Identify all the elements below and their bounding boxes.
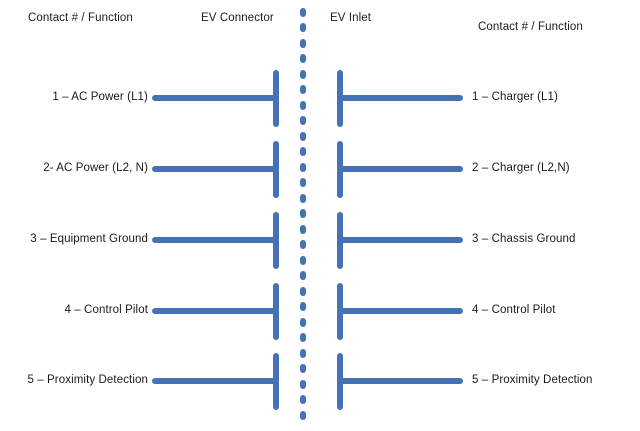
connector-contact-label: 5 – Proximity Detection [27, 374, 148, 386]
connector-contact-label: 3 – Equipment Ground [30, 233, 148, 245]
divider-dash [300, 395, 306, 405]
connector-lead-line [152, 166, 279, 172]
divider-dash [300, 348, 306, 358]
divider-dash [300, 116, 306, 126]
divider-dash [300, 100, 306, 110]
inlet-contact-label: 4 – Control Pilot [472, 304, 556, 316]
center-dashed-divider [300, 8, 306, 426]
divider-dash [300, 8, 306, 17]
connector-contact-blade [273, 353, 279, 410]
divider-dash [300, 54, 306, 64]
divider-dash [300, 240, 306, 250]
contact-row: 2- AC Power (L2, N) 2 – Charger (L2,N) [0, 141, 640, 198]
divider-dash [300, 224, 306, 234]
divider-dash [300, 271, 306, 281]
connector-contact-blade [273, 283, 279, 340]
connector-contact-label: 4 – Control Pilot [64, 304, 148, 316]
divider-dash [300, 317, 306, 327]
divider-dash [300, 147, 306, 157]
contact-row: 5 – Proximity Detection 5 – Proximity Det… [0, 353, 640, 410]
divider-dash [300, 364, 306, 374]
divider-dash [300, 379, 306, 389]
divider-dash [300, 178, 306, 188]
divider-dash [300, 333, 306, 343]
divider-dash [300, 286, 306, 296]
connector-contact-blade [273, 70, 279, 127]
inlet-lead-line [337, 378, 463, 384]
inlet-lead-line [337, 237, 463, 243]
connector-lead-line [152, 378, 279, 384]
connector-lead-line [152, 308, 279, 314]
divider-dash [300, 85, 306, 95]
connector-lead-line [152, 237, 279, 243]
inlet-contact-label: 5 – Proximity Detection [472, 374, 593, 386]
inlet-lead-line [337, 166, 463, 172]
header-left-contact-function: Contact # / Function [28, 12, 133, 24]
header-ev-connector: EV Connector [201, 12, 274, 24]
inlet-contact-label: 3 – Chassis Ground [472, 233, 576, 245]
connector-lead-line [152, 95, 279, 101]
divider-dash [300, 38, 306, 48]
divider-dash [300, 193, 306, 203]
divider-dash [300, 131, 306, 141]
inlet-contact-label: 2 – Charger (L2,N) [472, 162, 570, 174]
connector-contact-label: 2- AC Power (L2, N) [43, 162, 148, 174]
inlet-lead-line [337, 95, 463, 101]
inlet-contact-label: 1 – Charger (L1) [472, 91, 558, 103]
contact-row: 4 – Control Pilot 4 – Control Pilot [0, 283, 640, 340]
divider-dash [300, 209, 306, 219]
divider-dash [300, 410, 306, 420]
connector-contact-blade [273, 141, 279, 198]
contact-row: 1 – AC Power (L1) 1 – Charger (L1) [0, 70, 640, 127]
divider-dash [300, 255, 306, 265]
divider-dash [300, 69, 306, 79]
connector-contact-blade [273, 212, 279, 269]
connector-contact-label: 1 – AC Power (L1) [52, 91, 148, 103]
divider-dash [300, 162, 306, 172]
inlet-lead-line [337, 308, 463, 314]
contact-row: 3 – Equipment Ground 3 – Chassis Ground [0, 212, 640, 269]
divider-dash [300, 302, 306, 312]
header-right-contact-function: Contact # / Function [478, 21, 583, 33]
header-ev-inlet: EV Inlet [330, 12, 372, 24]
divider-dash [300, 23, 306, 33]
